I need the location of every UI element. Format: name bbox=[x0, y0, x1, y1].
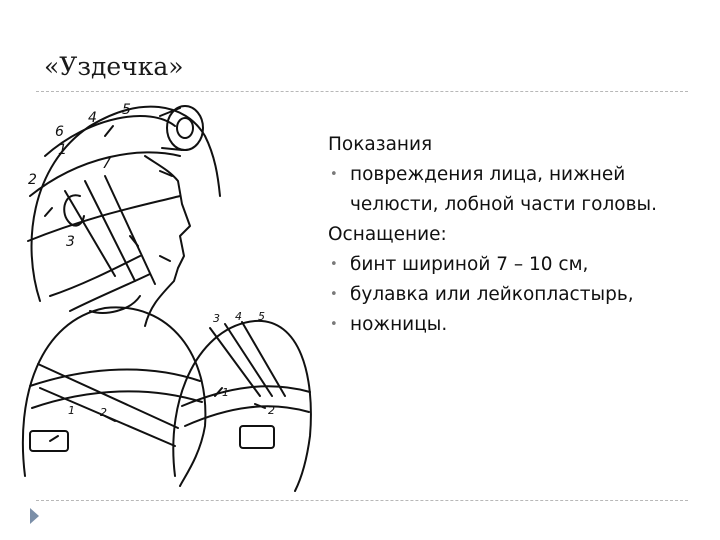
figure-number: 2 bbox=[28, 172, 37, 188]
bandage-illustration: 5 4 6 1 7 2 3 1 2 3 4 5 1 2 bbox=[21, 102, 312, 492]
equipment-item-text: бинт шириной 7 – 10 см, bbox=[350, 254, 589, 275]
equipment-item: • ножницы. bbox=[328, 310, 708, 340]
bullet-dot-icon: • bbox=[330, 257, 338, 272]
indications-heading: Показания bbox=[328, 134, 433, 155]
figure-number: 3 bbox=[213, 312, 220, 325]
figure-number: 5 bbox=[122, 102, 131, 118]
equipment-item-text: булавка или лейкопластырь, bbox=[350, 284, 634, 305]
bullet-dot-icon: • bbox=[330, 167, 338, 182]
figure-number: 1 bbox=[222, 386, 229, 399]
figure-number: 6 bbox=[55, 124, 64, 140]
figure-number: 2 bbox=[100, 406, 107, 419]
bullet-dot-icon: • bbox=[330, 317, 338, 332]
slide-content: Показания • повреждения лица, нижней чел… bbox=[328, 130, 708, 340]
figure-number: 1 bbox=[68, 404, 75, 417]
bottom-dashed-rule bbox=[36, 500, 688, 501]
equipment-heading: Оснащение: bbox=[328, 224, 447, 245]
triangle-right-icon[interactable] bbox=[30, 508, 39, 524]
top-dashed-rule bbox=[36, 91, 688, 92]
indications-item: • повреждения лица, нижней челюсти, лобн… bbox=[328, 160, 708, 220]
equipment-item: • булавка или лейкопластырь, bbox=[328, 280, 708, 310]
indications-item-text: повреждения лица, нижней челюсти, лобной… bbox=[350, 164, 658, 215]
slide-title: «Уздечка» bbox=[44, 52, 184, 81]
equipment-item-text: ножницы. bbox=[350, 314, 448, 335]
figure-number: 4 bbox=[88, 110, 97, 126]
figure-number: 4 bbox=[235, 310, 242, 323]
figure-number: 1 bbox=[58, 142, 67, 158]
figure-number: 7 bbox=[102, 156, 111, 172]
equipment-item: • бинт шириной 7 – 10 см, bbox=[328, 250, 708, 280]
figure-number: 5 bbox=[258, 310, 265, 323]
figure-number: 2 bbox=[268, 404, 275, 417]
bullet-dot-icon: • bbox=[330, 287, 338, 302]
figure-number: 3 bbox=[66, 234, 75, 250]
